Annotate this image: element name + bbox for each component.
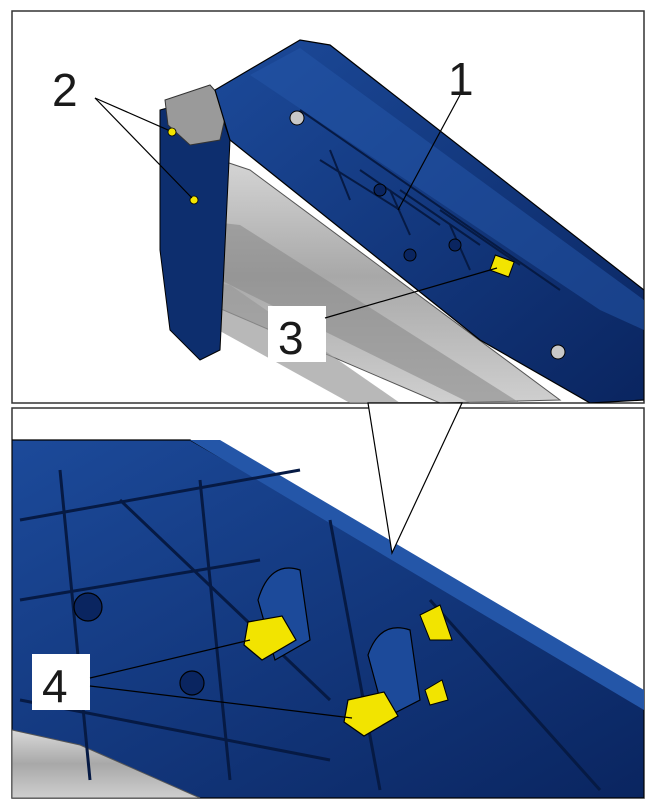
bottom-panel: 4 bbox=[11, 407, 645, 799]
callout-3-bg bbox=[268, 306, 326, 362]
yellow-clip bbox=[489, 254, 515, 278]
callout-1-leader bbox=[397, 94, 461, 211]
boss-hole bbox=[403, 248, 417, 262]
callout-3-leader bbox=[324, 267, 498, 319]
yellow-edge-b bbox=[424, 679, 449, 706]
top-panel: 1 2 3 bbox=[11, 10, 645, 404]
boss-hole bbox=[373, 183, 387, 197]
callout-2-leader-a bbox=[94, 97, 169, 131]
bracket-closeup bbox=[12, 439, 644, 798]
boss-hole bbox=[448, 238, 462, 252]
closeup-ribs bbox=[19, 468, 602, 792]
bracket-top-face bbox=[250, 48, 644, 330]
callout-2-leader-b bbox=[94, 97, 193, 199]
mount-hole bbox=[550, 344, 566, 360]
rail-groove bbox=[195, 220, 520, 403]
callout-4-bg bbox=[32, 654, 90, 710]
closeup-boss bbox=[179, 670, 205, 696]
yellow-edge-a bbox=[419, 604, 453, 641]
callout-3-label: 3 bbox=[278, 312, 304, 364]
closeup-boss bbox=[73, 592, 103, 622]
yellow-clip-b bbox=[343, 691, 399, 737]
mount-hole bbox=[289, 110, 305, 126]
rail-closeup bbox=[12, 729, 201, 798]
callout-1-label: 1 bbox=[448, 53, 474, 105]
callout-4-label: 4 bbox=[42, 660, 68, 712]
bracket-ribs bbox=[299, 109, 561, 291]
callout-4-leader-a bbox=[89, 639, 251, 679]
detail-zoom-wedge bbox=[367, 402, 463, 556]
blue-bracket bbox=[214, 39, 644, 403]
yellow-pin bbox=[167, 127, 177, 137]
callout-4-leader-b bbox=[89, 685, 353, 719]
callout-2-label: 2 bbox=[52, 64, 78, 116]
gray-cover-block bbox=[164, 84, 229, 146]
bracket-closeup-edge bbox=[190, 440, 644, 710]
